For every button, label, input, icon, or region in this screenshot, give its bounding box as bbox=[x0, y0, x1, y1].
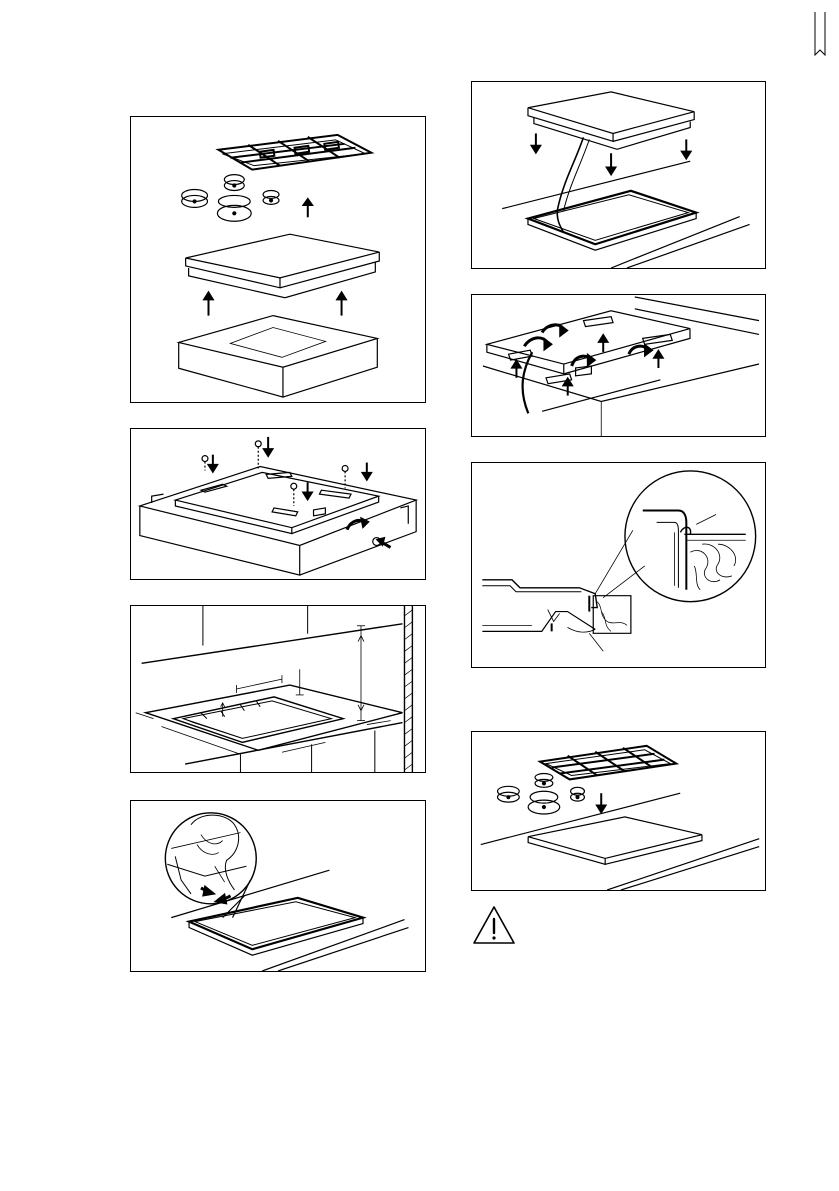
figure-hob-fixing-screws bbox=[130, 428, 426, 580]
figure-seal-detail bbox=[471, 462, 766, 668]
pan-support-grid bbox=[540, 746, 676, 780]
warning-triangle-icon bbox=[472, 905, 516, 945]
hob-top-plate bbox=[186, 234, 380, 298]
pan-support-grid bbox=[218, 135, 371, 170]
hob-box-base bbox=[179, 316, 378, 397]
burner-caps bbox=[182, 175, 279, 222]
cross-section bbox=[482, 580, 631, 633]
hob-unit bbox=[528, 92, 694, 149]
figure-worktop-cutout-dimensions bbox=[130, 605, 426, 773]
figure-hob-brackets bbox=[471, 294, 766, 437]
bookmark-icon bbox=[814, 12, 826, 56]
magnified-section bbox=[625, 471, 756, 602]
seal-in-cutout bbox=[528, 191, 696, 250]
figure-remove-pan-supports bbox=[130, 116, 426, 403]
seal-frame bbox=[189, 898, 363, 955]
cutout-opening bbox=[173, 697, 343, 742]
hob-top-plate bbox=[528, 817, 702, 864]
figure-apply-seal bbox=[130, 800, 426, 972]
figure-insert-hob bbox=[471, 81, 766, 269]
magnifier-detail bbox=[165, 813, 256, 918]
figure-refit-pan-supports bbox=[471, 731, 766, 891]
